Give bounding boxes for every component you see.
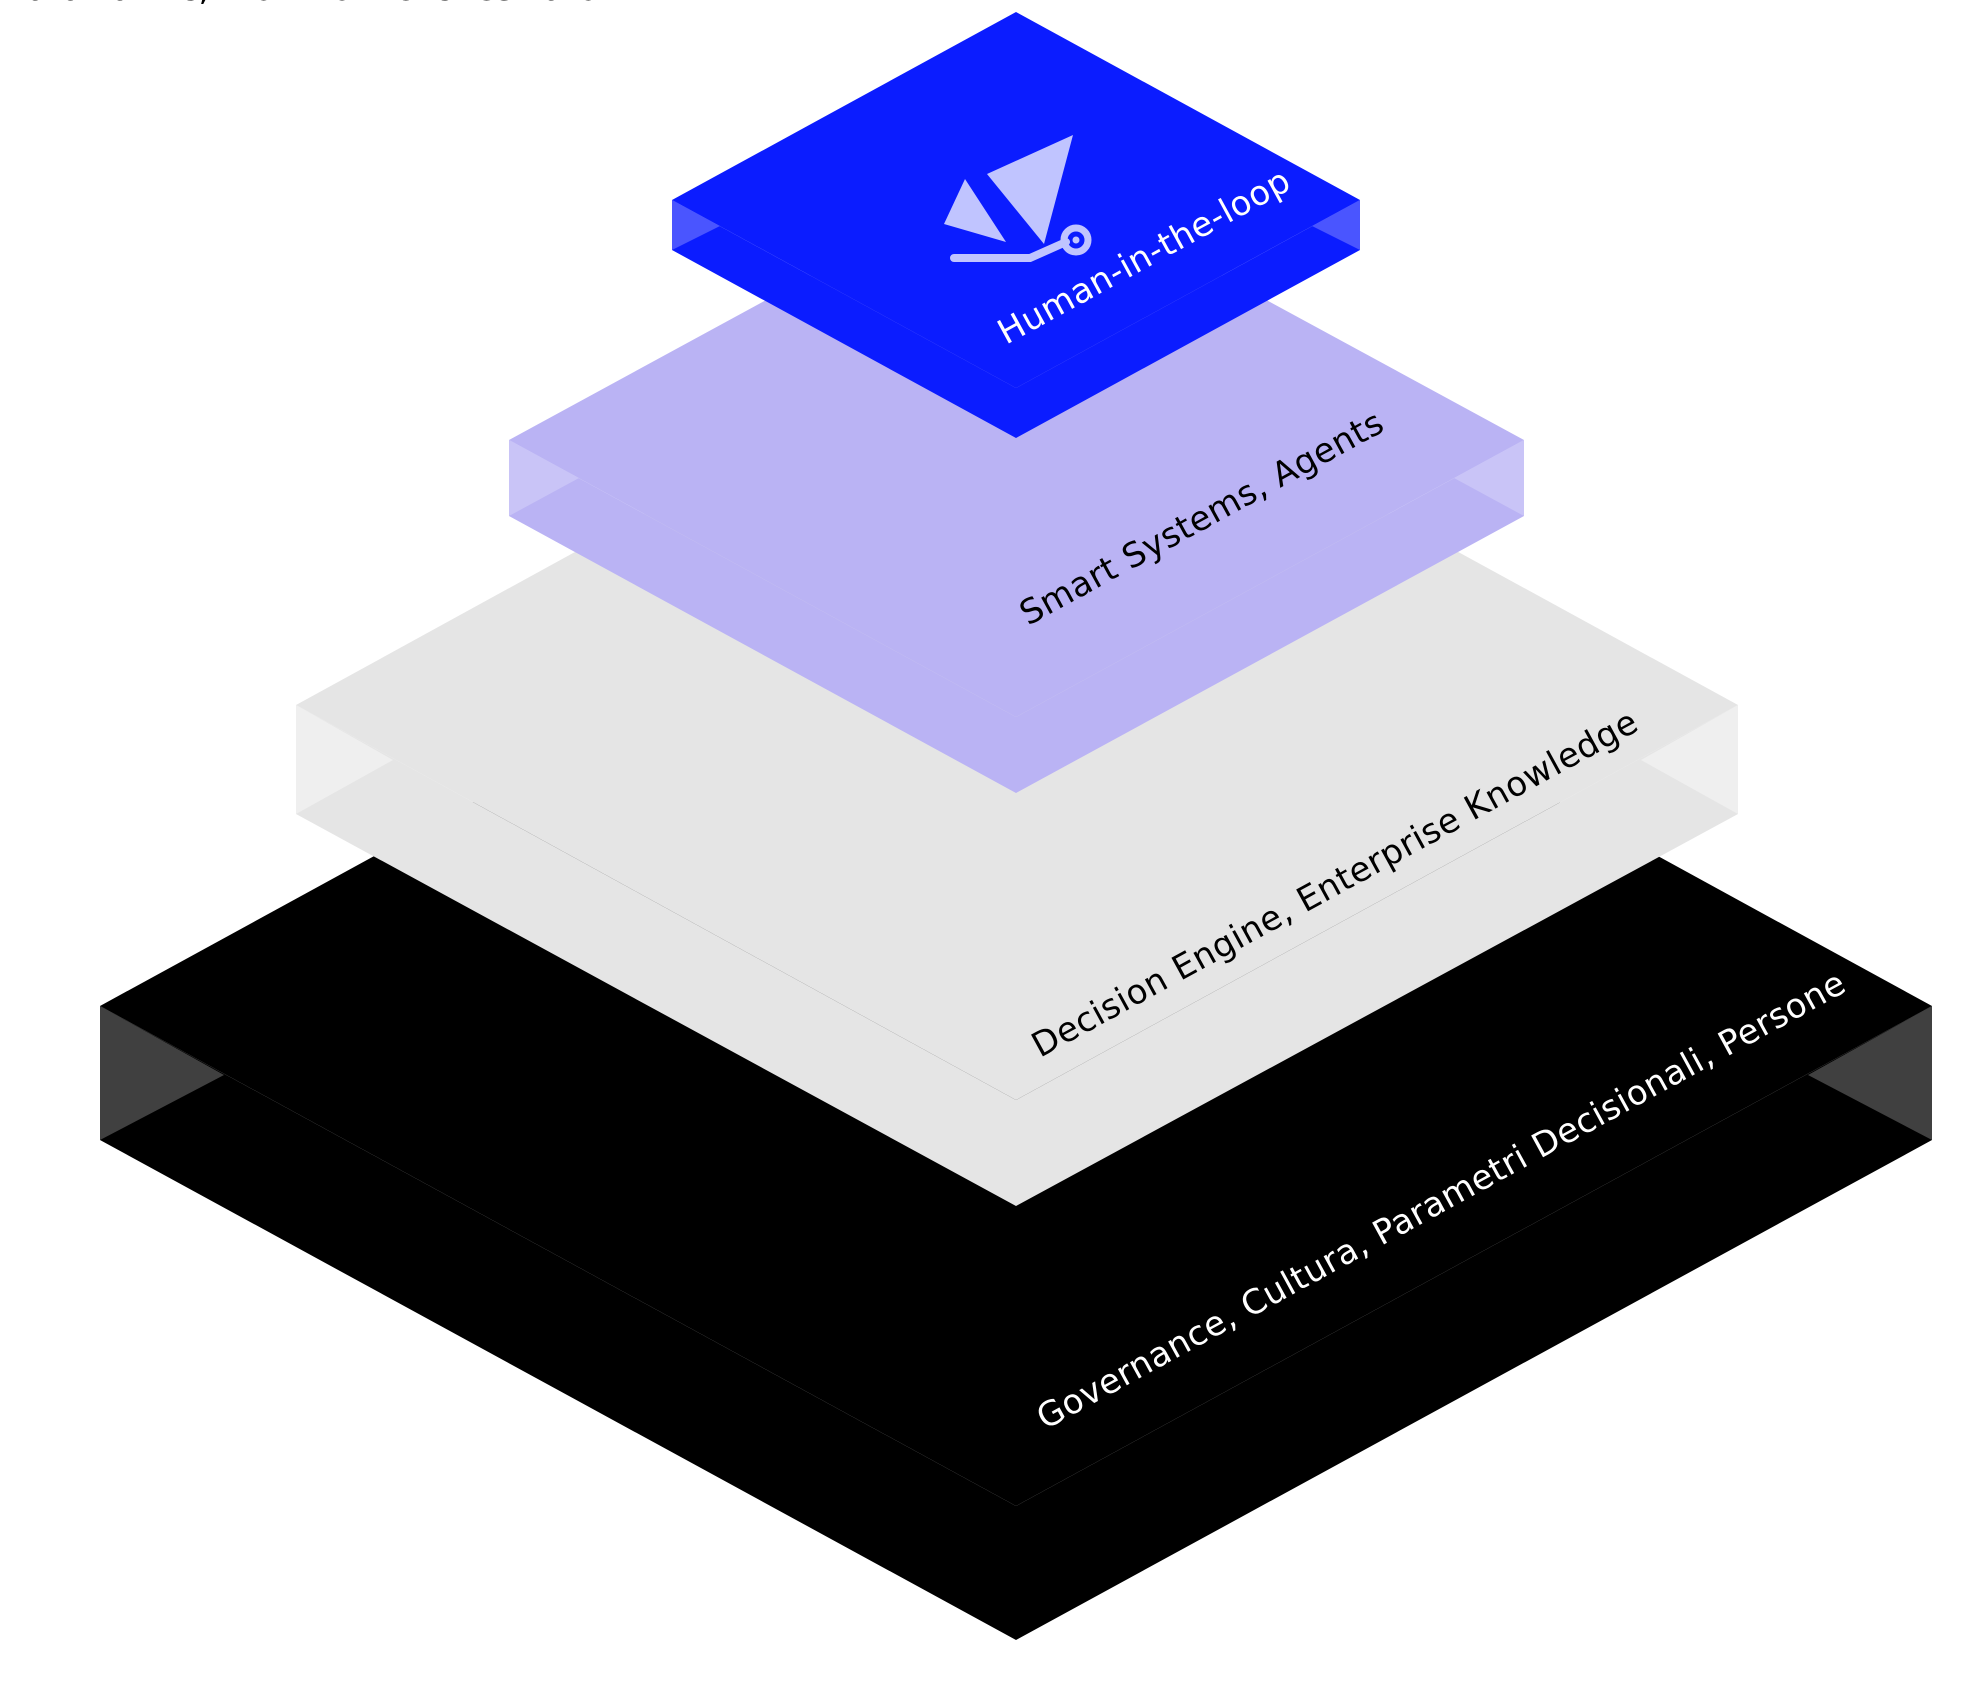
layer-smart-systems-notch-left: [509, 440, 579, 516]
layer-data-fabric-line-1: Data Fabric, Workflow Orchestrator: [0, 0, 614, 9]
layer-governance-side: [100, 1006, 1932, 1640]
layer-data-fabric-notch-right: [1641, 705, 1738, 814]
human-in-the-loop-icon: [944, 135, 1092, 262]
layer-smart-systems-notch-right: [1454, 440, 1524, 516]
layer-governance-notch-left: [100, 1006, 224, 1140]
layer-smart-systems-top: [509, 164, 1524, 717]
layer-data-fabric-side: [296, 705, 1738, 1206]
layer-smart-systems: Smart Systems, Agents: [509, 164, 1524, 793]
layer-human-in-the-loop: Human-in-the-loop: [672, 12, 1360, 438]
layer-human-in-the-loop-side: [672, 200, 1360, 438]
human-in-the-loop-icon-right-wing: [987, 135, 1073, 244]
layer-smart-systems-side: [509, 440, 1524, 793]
human-in-the-loop-icon-node-dot: [1072, 236, 1080, 244]
human-in-the-loop-icon-trace: [950, 238, 1070, 262]
layer-human-in-the-loop-notch-right: [1312, 200, 1360, 250]
layer-data-fabric-notch-left: [296, 705, 393, 814]
human-in-the-loop-icon-left-wing: [944, 179, 1006, 242]
layer-governance-notch-right: [1808, 1006, 1932, 1140]
layer-human-in-the-loop-notch-left: [672, 200, 720, 250]
human-in-the-loop-icon-node: [1060, 224, 1092, 256]
layer-data-fabric-label: Data Fabric, Workflow Orchestrator: [0, 0, 614, 9]
